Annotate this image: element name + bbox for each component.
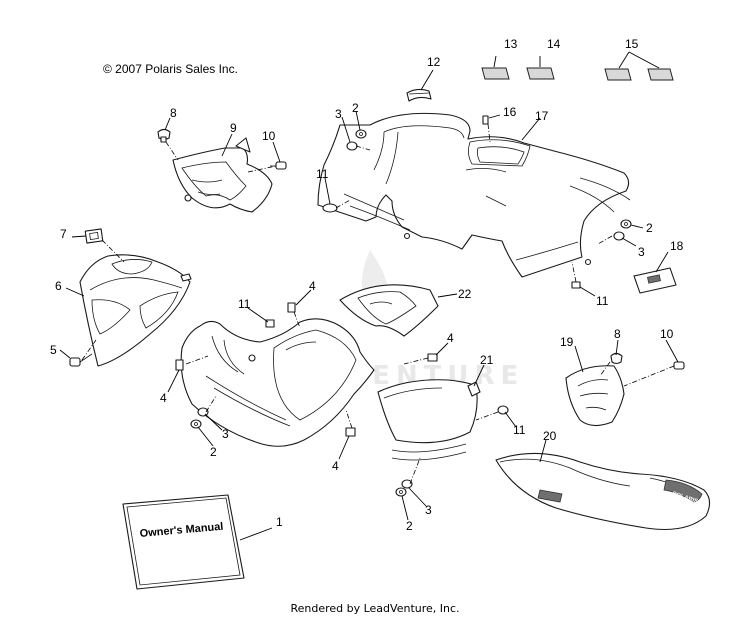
- seat-20: POLARIS: [495, 452, 711, 531]
- callout-14: 14: [547, 37, 561, 51]
- screw-5: [69, 353, 93, 367]
- callout-13: 13: [504, 37, 518, 51]
- screw-16: [482, 115, 489, 125]
- owners-manual-1: Owner's Manual: [122, 494, 245, 590]
- callout-15: 15: [625, 37, 639, 51]
- nut-2-low: [395, 487, 407, 497]
- nut-11-b: [265, 319, 275, 328]
- decal-13: [481, 67, 510, 80]
- callout-11-right: 11: [596, 294, 609, 308]
- screw-4-a: [287, 302, 296, 313]
- callout-3-right: 3: [638, 245, 645, 259]
- callout-2-right: 2: [646, 221, 653, 235]
- callout-3-low: 3: [425, 503, 432, 517]
- footer-credit: Rendered by LeadVenture, Inc.: [290, 602, 460, 615]
- screw-10-left: [270, 161, 287, 170]
- callout-18: 18: [670, 239, 684, 253]
- callout-20: 20: [543, 429, 557, 443]
- callout-22: 22: [458, 287, 472, 301]
- callout-17: 17: [535, 109, 549, 123]
- fastener-8-left: [157, 128, 171, 143]
- plate-18: [633, 267, 677, 294]
- leader-lines: [59, 51, 679, 541]
- callout-2-rear: 2: [352, 101, 359, 115]
- callout-2-low: 2: [406, 519, 413, 533]
- decal-15: [604, 68, 674, 81]
- callouts: 1 2 2 2 2 3 3 3 3 4 4 4 4 5 6 7 8 8 9 10…: [50, 37, 684, 533]
- callout-19: 19: [560, 335, 574, 349]
- callout-12: 12: [427, 55, 441, 69]
- nut-2-rear: [355, 129, 367, 139]
- callout-11-rear: 11: [316, 167, 329, 181]
- callout-1: 1: [276, 515, 283, 529]
- nut-3-right: [613, 231, 625, 241]
- callout-8-left: 8: [170, 106, 177, 120]
- callout-7: 7: [60, 227, 67, 241]
- fastener-8-right: [610, 352, 623, 365]
- callout-11-low: 11: [513, 423, 526, 437]
- callout-10-left: 10: [262, 129, 276, 143]
- callout-3-rear: 3: [335, 107, 342, 121]
- screw-4-d: [345, 427, 356, 437]
- clip-7: [84, 228, 104, 244]
- callout-11-front: 11: [238, 297, 251, 311]
- callout-2-front: 2: [210, 445, 217, 459]
- callout-21: 21: [480, 353, 494, 367]
- copyright-text: © 2007 Polaris Sales Inc.: [103, 62, 238, 76]
- pad-12: [406, 88, 432, 102]
- screw-4-c: [427, 353, 438, 362]
- callout-8-right: 8: [614, 327, 621, 341]
- nut-3-low: [401, 479, 413, 489]
- callout-16: 16: [503, 105, 517, 119]
- callout-10-right: 10: [660, 327, 674, 341]
- callout-5: 5: [50, 343, 57, 357]
- screw-4-b: [175, 359, 184, 371]
- front-nose-6: [79, 254, 192, 367]
- nut-3-rear: [346, 141, 358, 151]
- callout-3-front: 3: [222, 427, 229, 441]
- clip-11-rear: [322, 203, 338, 213]
- nut-2-right: [620, 219, 632, 229]
- assembly-lines: [81, 123, 675, 485]
- side-panel-9: [172, 137, 273, 213]
- nut-11-c: [497, 405, 509, 415]
- callout-4-c: 4: [447, 331, 454, 345]
- callout-6: 6: [55, 279, 62, 293]
- callout-4-b: 4: [160, 391, 167, 405]
- screw-10-right: [673, 361, 685, 370]
- side-panel-19: [565, 365, 625, 427]
- panel-22: [339, 284, 439, 337]
- footwell-21: [377, 379, 481, 461]
- front-fender-body: [180, 318, 375, 447]
- rear-fender-17: [317, 112, 631, 278]
- decal-14: [526, 67, 555, 80]
- clip-11-right: [571, 281, 581, 289]
- nut-2-front: [190, 419, 202, 429]
- callout-4-a: 4: [309, 279, 316, 293]
- callout-4-d: 4: [332, 459, 339, 473]
- callout-9: 9: [230, 121, 237, 135]
